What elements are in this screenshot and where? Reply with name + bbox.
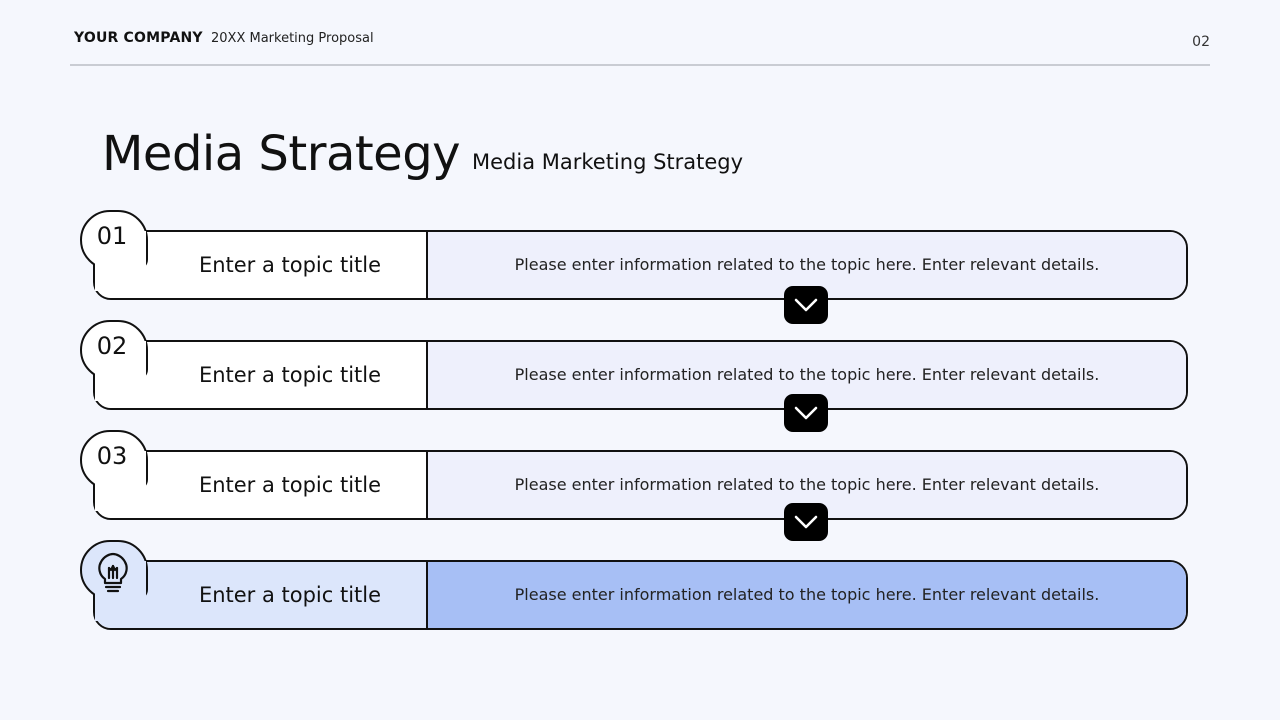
topic-number: 03 bbox=[96, 442, 128, 470]
topic-card: Enter a topic title Please enter informa… bbox=[93, 560, 1188, 630]
topic-title-cell bbox=[95, 452, 428, 518]
page-number: 02 bbox=[1192, 34, 1210, 50]
lightbulb-icon bbox=[96, 552, 130, 598]
topic-row-2: Enter a topic title Please enter informa… bbox=[78, 320, 1192, 420]
topic-title: Enter a topic title bbox=[198, 473, 382, 497]
topic-description: Please enter information related to the … bbox=[514, 585, 1100, 604]
topic-title-cell bbox=[95, 342, 428, 408]
topic-title: Enter a topic title bbox=[198, 583, 382, 607]
topic-row-3: Enter a topic title Please enter informa… bbox=[78, 430, 1192, 530]
topic-detail-cell bbox=[428, 562, 1186, 628]
topic-card: Enter a topic title Please enter informa… bbox=[93, 340, 1188, 410]
chevron-down-icon bbox=[784, 394, 828, 432]
slide-header: YOUR COMPANY 20XX Marketing Proposal 02 bbox=[74, 30, 1210, 50]
topic-description: Please enter information related to the … bbox=[514, 475, 1100, 494]
topic-title: Enter a topic title bbox=[198, 253, 382, 277]
page-title: Media Strategy bbox=[102, 126, 461, 182]
header-divider bbox=[70, 64, 1210, 66]
topic-title: Enter a topic title bbox=[198, 363, 382, 387]
topic-row-4: Enter a topic title Please enter informa… bbox=[78, 540, 1192, 640]
topic-title-cell bbox=[95, 232, 428, 298]
chevron-down-icon bbox=[784, 503, 828, 541]
topic-title-cell bbox=[95, 562, 428, 628]
topic-number: 01 bbox=[96, 222, 128, 250]
topic-card: Enter a topic title Please enter informa… bbox=[93, 450, 1188, 520]
topic-description: Please enter information related to the … bbox=[514, 255, 1100, 274]
page-subtitle: Media Marketing Strategy bbox=[472, 150, 744, 174]
topic-number: 02 bbox=[96, 332, 128, 360]
chevron-down-icon bbox=[784, 286, 828, 324]
document-title: 20XX Marketing Proposal bbox=[211, 31, 374, 46]
topic-card: Enter a topic title Please enter informa… bbox=[93, 230, 1188, 300]
topic-description: Please enter information related to the … bbox=[514, 365, 1100, 384]
company-name: YOUR COMPANY bbox=[74, 30, 203, 46]
topic-row-1: Enter a topic title Please enter informa… bbox=[78, 210, 1192, 310]
